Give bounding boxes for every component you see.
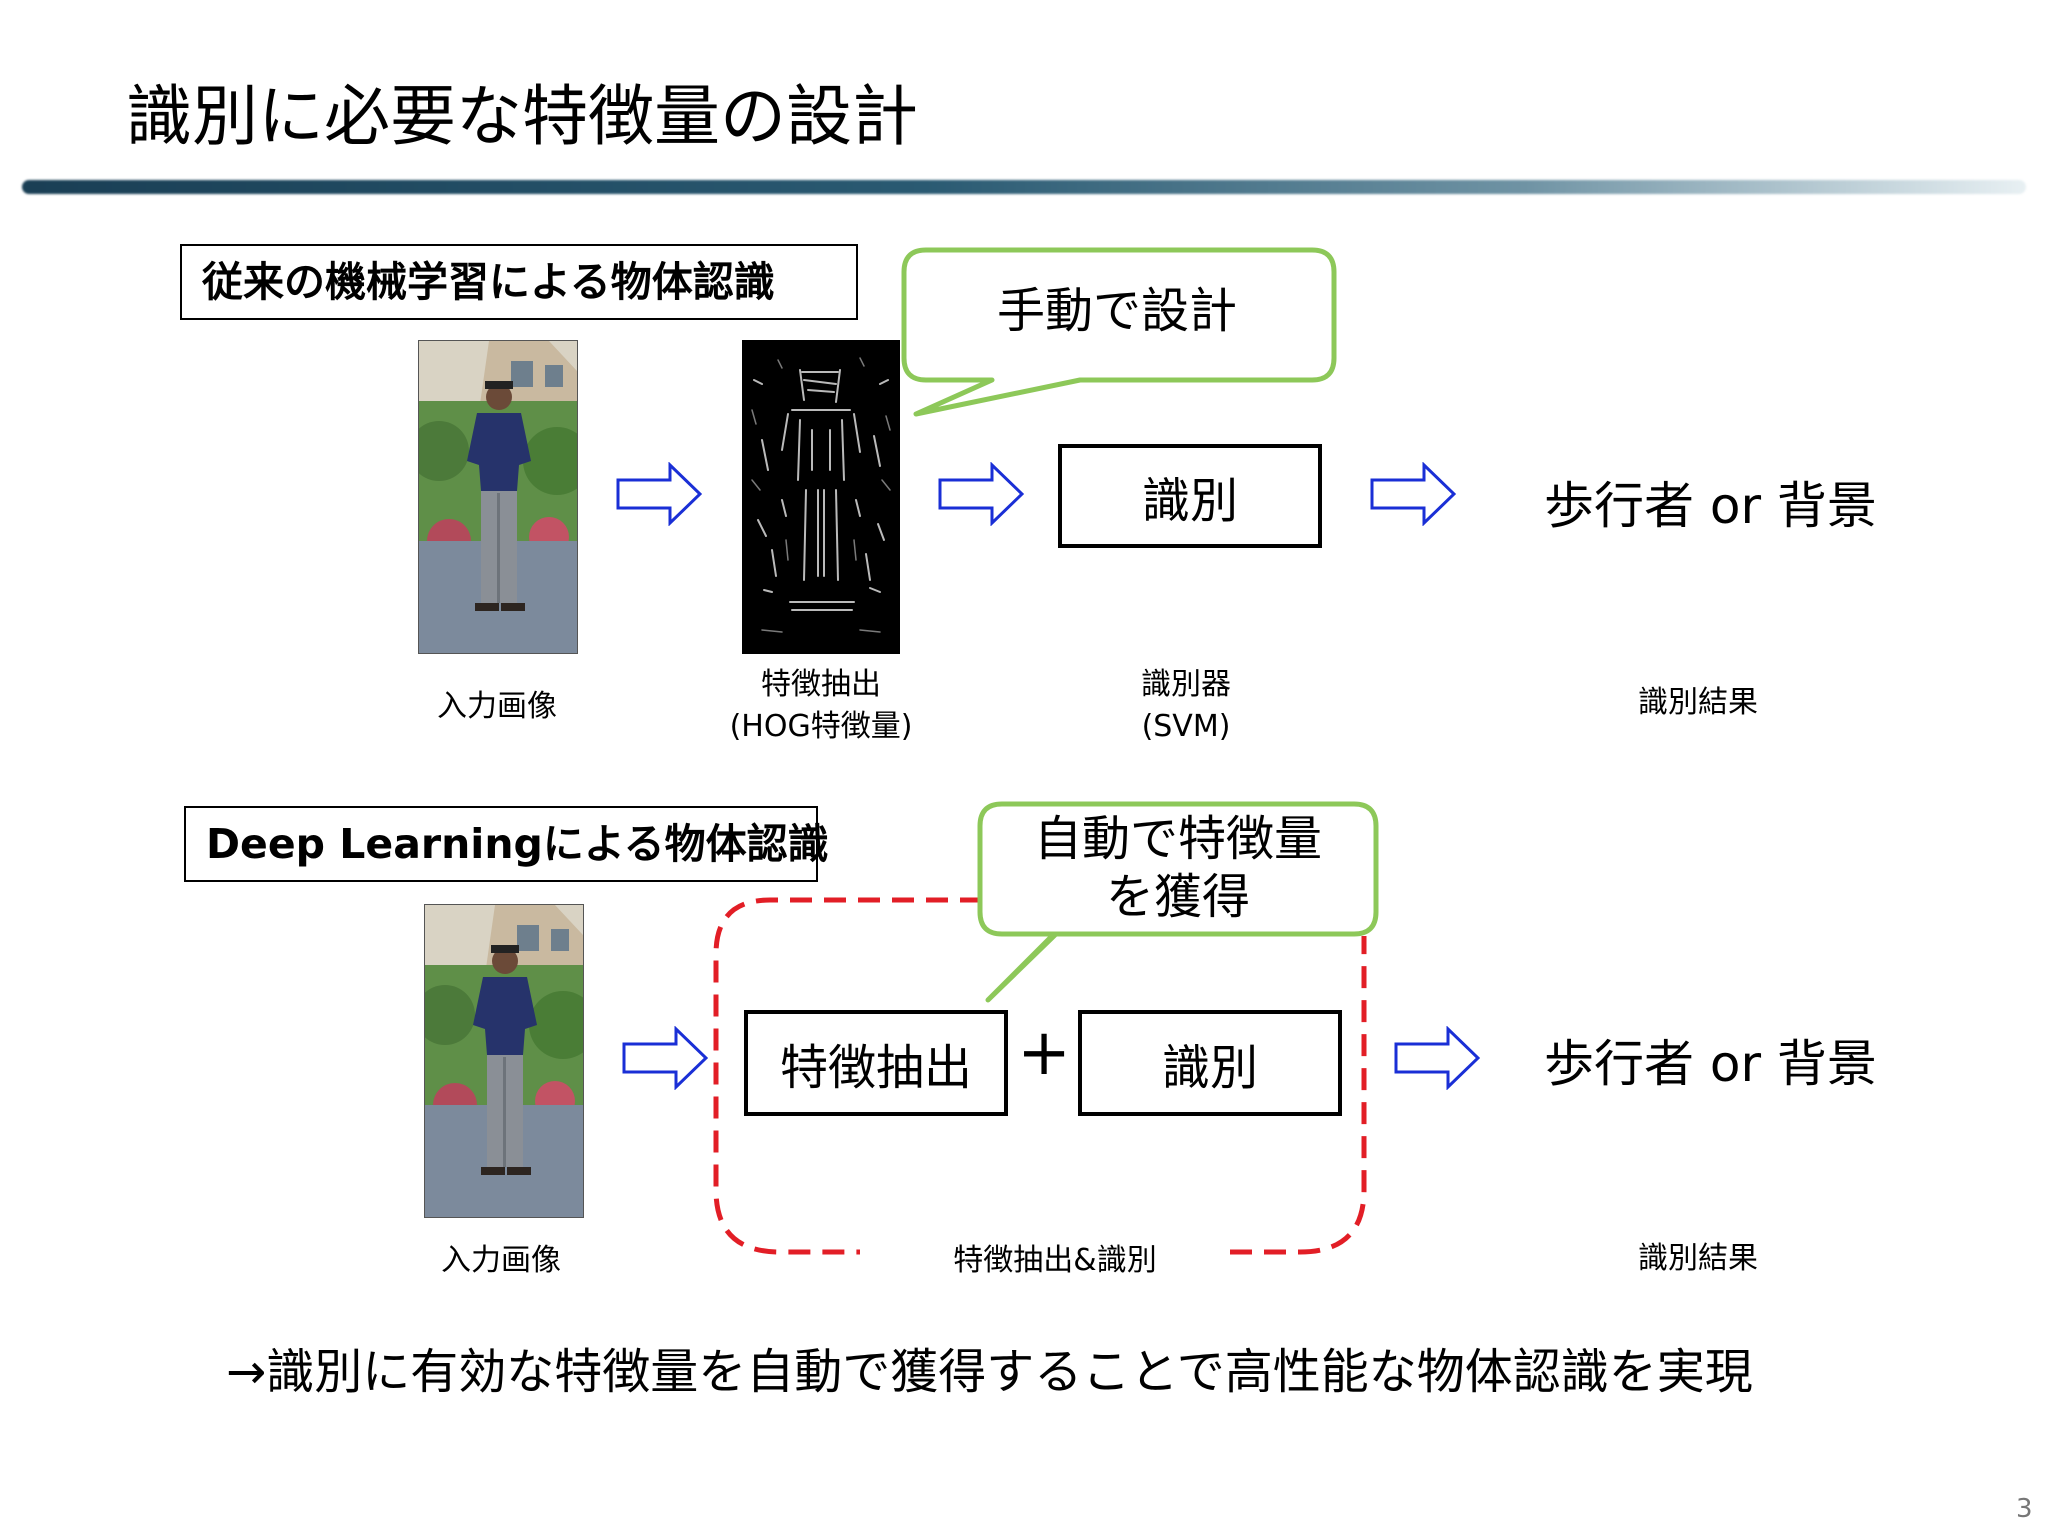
hog-visualization xyxy=(742,340,900,654)
pedestrian-photo xyxy=(419,341,577,653)
section-heading-traditional: 従来の機械学習による物体認識 xyxy=(180,244,858,320)
hog-feature-image xyxy=(742,340,900,654)
callout-manual-design-text: 手動で設計 xyxy=(996,283,1237,339)
classifier-caption-line1: 識別器 xyxy=(1141,667,1231,702)
feature-extraction-caption-line1: 特徴抽出 xyxy=(761,667,881,702)
callout-manual-design xyxy=(901,247,1337,417)
classification-result-2: 歩行者 or 背景 xyxy=(1544,1035,1877,1093)
classifier-caption: 識別器 (SVM) xyxy=(1086,664,1286,748)
input-image-caption-1: 入力画像 xyxy=(437,689,557,724)
slide-title: 識別に必要な特徴量の設計 xyxy=(126,78,918,155)
group-caption: 特徴抽出&識別 xyxy=(920,1240,1190,1282)
plus-sign: + xyxy=(1017,1016,1071,1090)
feature-and-classifier-group xyxy=(713,897,1367,1255)
section-heading-deep-learning: Deep Learningによる物体認識 xyxy=(184,806,829,882)
result-caption-2: 識別結果 xyxy=(1638,1241,1758,1276)
feature-extraction-box: 特徴抽出 xyxy=(744,1010,1008,1116)
pedestrian-photo xyxy=(425,905,583,1217)
right-arrow-icon xyxy=(1370,462,1456,526)
classifier-caption-line2: (SVM) xyxy=(1141,709,1231,744)
input-image-2 xyxy=(424,904,584,1218)
right-arrow-icon xyxy=(622,1026,708,1090)
conclusion-text: →識別に有効な特徴量を自動で獲得することで高性能な物体認識を実現 xyxy=(226,1344,1753,1400)
classifier-box-1: 識別 xyxy=(1058,444,1322,548)
classifier-box-2: 識別 xyxy=(1078,1010,1342,1116)
input-image-caption-2: 入力画像 xyxy=(441,1243,561,1278)
classification-result-1: 歩行者 or 背景 xyxy=(1544,477,1877,535)
callout-auto-features xyxy=(977,801,1379,1003)
title-rule xyxy=(22,180,2026,194)
callout-auto-features-text: 自動で特徴量 を獲得 xyxy=(980,810,1376,926)
right-arrow-icon xyxy=(616,462,702,526)
callout-auto-features-line2: を獲得 xyxy=(1105,869,1250,925)
callout-auto-features-line1: 自動で特徴量 xyxy=(1033,811,1322,867)
feature-extraction-caption-line2: (HOG特徴量) xyxy=(729,709,913,744)
result-caption-1: 識別結果 xyxy=(1638,685,1758,720)
feature-extraction-caption: 特徴抽出 (HOG特徴量) xyxy=(706,664,936,748)
input-image-1 xyxy=(418,340,578,654)
page-number: 3 xyxy=(2016,1494,2033,1524)
right-arrow-icon xyxy=(938,462,1024,526)
right-arrow-icon xyxy=(1394,1026,1480,1090)
